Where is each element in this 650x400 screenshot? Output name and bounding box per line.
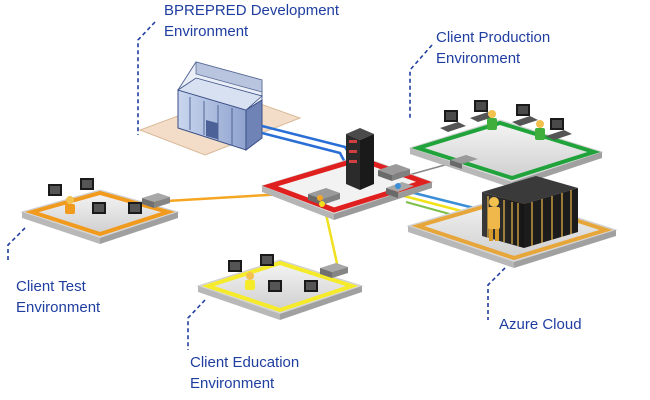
label-test-environment: Client Test Environment xyxy=(16,276,100,318)
person-icon xyxy=(488,197,500,241)
label-test-line2: Environment xyxy=(16,299,101,316)
person-icon xyxy=(245,272,255,290)
person-icon xyxy=(65,196,75,214)
label-dev-line1: BPREPRED Development xyxy=(164,2,340,19)
workstation-icon xyxy=(48,178,142,214)
production-platform xyxy=(408,119,604,188)
label-dev-environment: BPREPRED Development Environment xyxy=(164,0,339,42)
leader-dev xyxy=(137,21,156,135)
leader-test xyxy=(7,227,26,262)
label-education-line1: Client Education xyxy=(190,354,300,371)
server-farm-icon xyxy=(482,176,578,248)
label-azure-line1: Azure Cloud xyxy=(499,316,582,333)
building-icon xyxy=(177,61,263,151)
leader-education xyxy=(187,299,206,350)
switch-icon xyxy=(450,155,478,169)
label-production-line2: Environment xyxy=(436,50,521,67)
label-production-environment: Client Production Environment xyxy=(436,27,550,69)
person-icon xyxy=(487,110,545,140)
leader-lines xyxy=(7,21,506,350)
label-azure-cloud: Azure Cloud xyxy=(499,314,582,335)
label-education-environment: Client Education Environment xyxy=(190,352,299,394)
label-production-line1: Client Production xyxy=(436,29,551,46)
switch-icon xyxy=(142,193,170,208)
leader-azure xyxy=(487,267,506,320)
rack-server-icon xyxy=(346,128,374,190)
label-dev-line2: Environment xyxy=(164,23,249,40)
label-education-line2: Environment xyxy=(190,375,275,392)
switch-icon xyxy=(320,263,348,278)
leader-production xyxy=(409,44,433,120)
workstation-icon xyxy=(228,254,318,292)
switch-icon xyxy=(308,164,414,205)
label-test-line1: Client Test xyxy=(16,278,86,295)
